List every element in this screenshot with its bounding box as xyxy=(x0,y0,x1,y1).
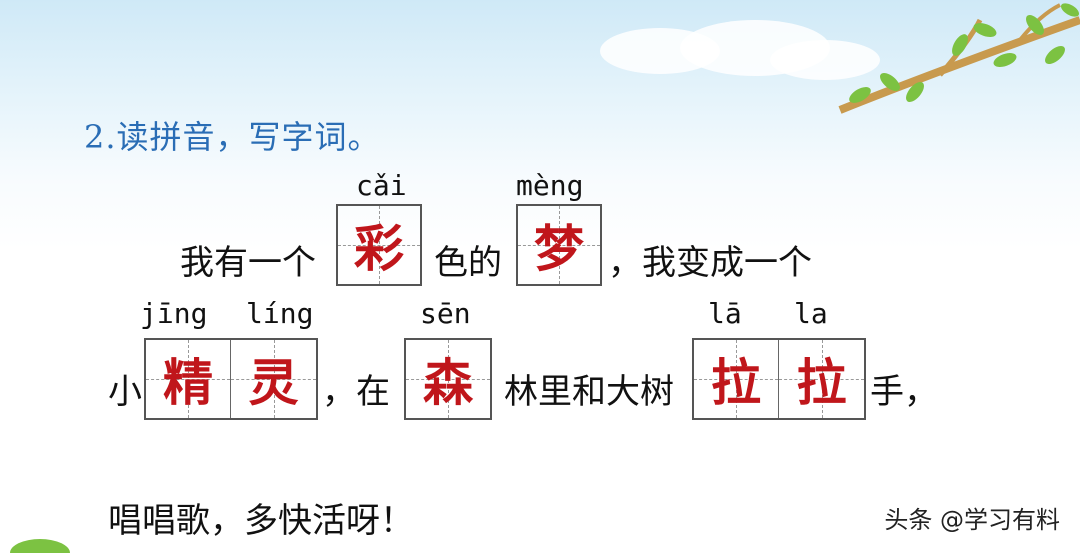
answer-grid-sen: 森 xyxy=(404,338,492,420)
sentence-text: ，在 xyxy=(322,372,390,412)
sentence-text: 小 xyxy=(108,372,142,412)
pinyin-ling: líng xyxy=(246,297,314,330)
grid-cell: 灵 xyxy=(231,340,316,418)
exercise-title: 2.读拼音，写字词。 xyxy=(84,118,381,156)
sentence-text: 我有一个 xyxy=(180,243,316,283)
answer-grid-meng: 梦 xyxy=(516,204,602,286)
grid-cell: 森 xyxy=(406,340,490,418)
tree-branch-decoration xyxy=(838,3,1080,114)
sentence-text: 色的 xyxy=(434,243,502,283)
grid-cell: 拉 xyxy=(779,340,864,418)
pinyin-cai: cǎi xyxy=(356,169,407,202)
sentence-text: ，我变成一个 xyxy=(608,243,812,283)
answer-char: 森 xyxy=(423,353,473,412)
grid-cell: 精 xyxy=(146,340,231,418)
answer-char: 彩 xyxy=(354,219,404,278)
pinyin-la2: la xyxy=(794,297,828,330)
sentence-text: 林里和大树 xyxy=(504,372,674,412)
pinyin-sen: sēn xyxy=(420,297,471,330)
sentence-text: 唱唱歌，多快活呀！ xyxy=(108,501,414,541)
pinyin-meng: mèng xyxy=(516,169,584,202)
answer-grid-jingling: 精 灵 xyxy=(144,338,318,420)
cloud-decoration xyxy=(770,40,880,80)
answer-char: 精 xyxy=(163,353,213,412)
answer-char: 拉 xyxy=(796,353,847,412)
answer-char: 梦 xyxy=(534,219,584,278)
watermark: 头条 @学习有料 xyxy=(884,506,1060,534)
grid-cell: 梦 xyxy=(518,206,600,284)
answer-char: 拉 xyxy=(711,353,761,412)
answer-grid-lala: 拉 拉 xyxy=(692,338,866,420)
answer-char: 灵 xyxy=(248,353,299,412)
grid-cell: 拉 xyxy=(694,340,779,418)
sentence-text: 手， xyxy=(870,372,938,412)
answer-grid-cai: 彩 xyxy=(336,204,422,286)
grid-cell: 彩 xyxy=(338,206,420,284)
pinyin-jing: jīng xyxy=(140,297,208,330)
pinyin-la1: lā xyxy=(708,297,742,330)
plant-decoration xyxy=(10,539,70,553)
